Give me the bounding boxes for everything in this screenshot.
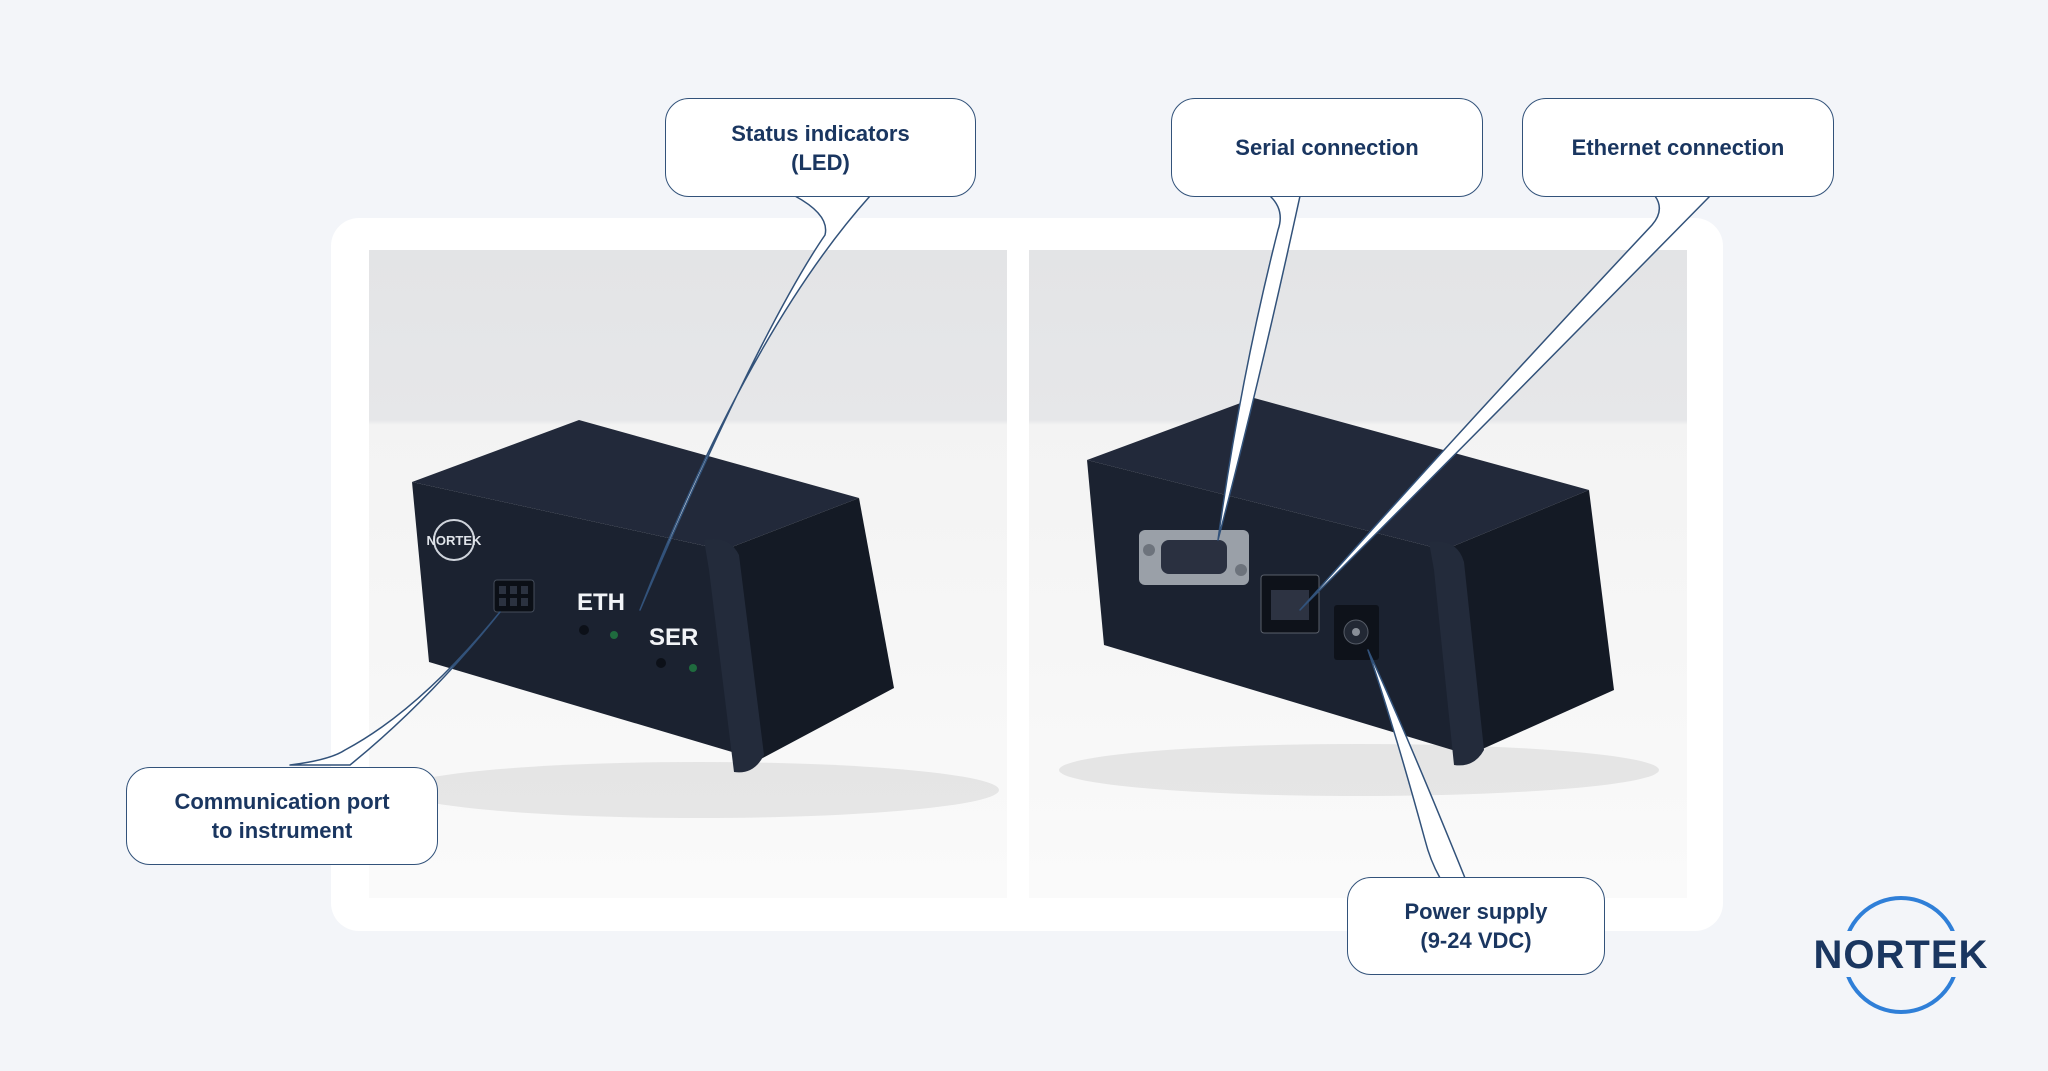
eth-label: ETH [577, 589, 625, 616]
device-logo: NORTEK [427, 519, 483, 561]
device-back-photo [1029, 250, 1687, 898]
logo-text: NORTEK [1813, 933, 1989, 977]
callout-line: to instrument [211, 818, 353, 843]
ser-led [689, 664, 697, 672]
device-front-photo: NORTEK ETH SER [369, 250, 1007, 898]
callout-ethernet-connection: Ethernet connection [1522, 98, 1834, 197]
svg-text:NORTEK: NORTEK [427, 533, 483, 548]
nortek-logo: NORTEK [1805, 893, 1997, 1017]
comm-port [493, 579, 535, 613]
callout-line: Communication port [174, 789, 390, 814]
callout-line: Ethernet connection [1571, 135, 1785, 160]
logo-ring-icon [1825, 896, 1977, 1014]
callout-status-indicators: Status indicators (LED) [665, 98, 976, 197]
callout-serial-connection: Serial connection [1171, 98, 1483, 197]
eth-led [610, 631, 618, 639]
callout-line: Status indicators [731, 120, 910, 146]
power-jack [1334, 605, 1379, 660]
ser-label: SER [649, 624, 698, 651]
callout-communication-port: Communication port to instrument [126, 767, 438, 865]
serial-port [1139, 530, 1249, 585]
callout-line: (LED) [791, 149, 850, 175]
callout-line: Power supply [1404, 899, 1548, 924]
callout-power-supply: Power supply (9-24 VDC) [1347, 877, 1605, 975]
callout-line: Serial connection [1235, 135, 1419, 160]
callout-line: (9-24 VDC) [1420, 928, 1532, 953]
ethernet-port [1260, 574, 1320, 634]
